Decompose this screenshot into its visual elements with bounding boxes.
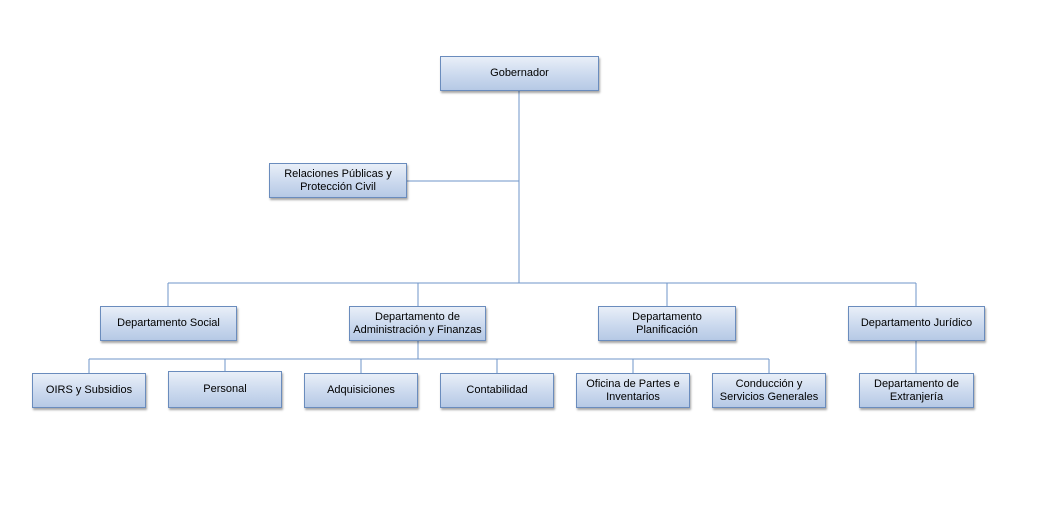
- node-departamento-administracion: Departamento de Administración y Finanza…: [349, 306, 486, 341]
- node-relaciones-publicas: Relaciones Públicas y Protección Civil: [269, 163, 407, 198]
- node-oirs-subsidios: OIRS y Subsidios: [32, 373, 146, 408]
- node-label: OIRS y Subsidios: [45, 384, 133, 396]
- node-label: Departamento de Administración y Finanza…: [353, 310, 482, 336]
- node-adquisiciones: Adquisiciones: [304, 373, 418, 408]
- node-oficina-partes: Oficina de Partes e Inventarios: [576, 373, 690, 408]
- node-label: Relaciones Públicas y Protección Civil: [284, 167, 392, 193]
- node-label: Adquisiciones: [327, 384, 395, 396]
- node-gobernador: Gobernador: [440, 56, 599, 91]
- node-label: Departamento Jurídico: [860, 317, 973, 329]
- node-contabilidad: Contabilidad: [440, 373, 554, 408]
- node-conduccion-servicios: Conducción y Servicios Generales: [712, 373, 826, 408]
- node-label: Contabilidad: [466, 384, 528, 396]
- node-label: Gobernador: [490, 67, 549, 79]
- node-label: Oficina de Partes e Inventarios: [586, 377, 680, 403]
- node-departamento-juridico: Departamento Jurídico: [848, 306, 985, 341]
- node-label: Departamento de Extranjería: [874, 377, 959, 403]
- node-personal: Personal: [168, 371, 282, 408]
- node-label: Personal: [203, 383, 247, 395]
- node-departamento-social: Departamento Social: [100, 306, 237, 341]
- node-departamento-extranjeria: Departamento de Extranjería: [859, 373, 974, 408]
- node-departamento-planificacion: Departamento Planificación: [598, 306, 736, 341]
- node-label: Conducción y Servicios Generales: [719, 377, 819, 403]
- node-label: Departamento Planificación: [632, 310, 702, 336]
- node-label: Departamento Social: [117, 317, 220, 329]
